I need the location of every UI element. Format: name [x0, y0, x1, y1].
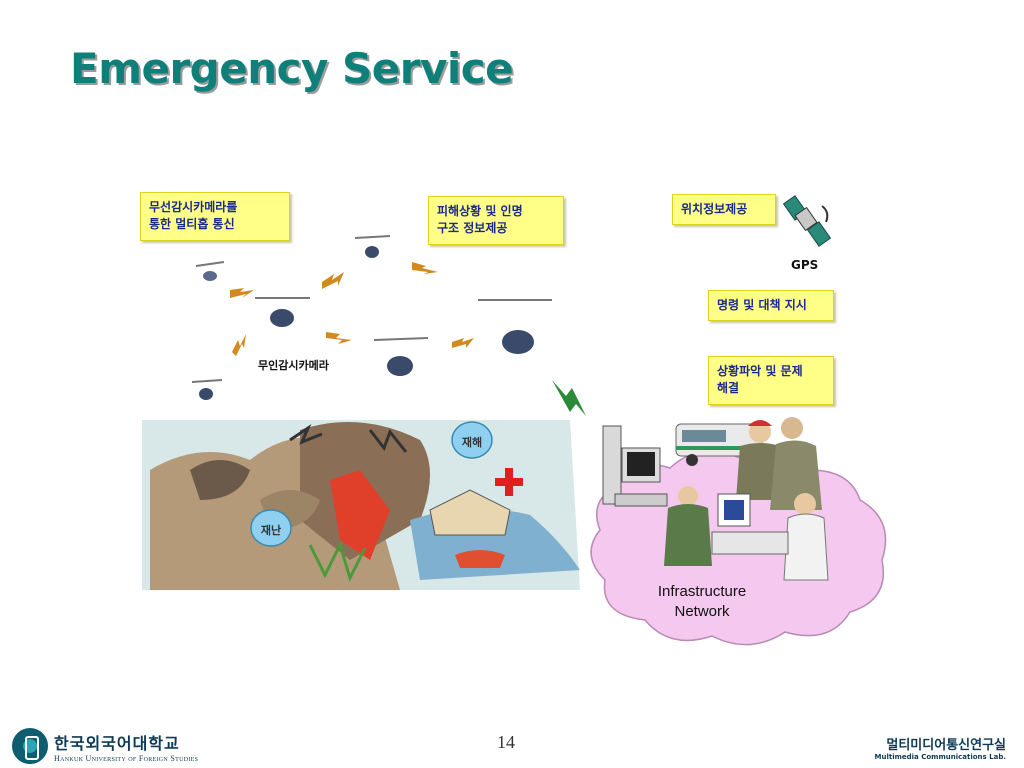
- gps-satellite-icon: [782, 195, 832, 247]
- hazard-bubble: [451, 421, 493, 459]
- rescue-team-figures: [664, 417, 829, 581]
- lab-name-block: 멀티미디어통신연구실 Multimedia Communications Lab…: [875, 734, 1006, 761]
- lab-name-en: Multimedia Communications Lab.: [874, 753, 1006, 761]
- university-emblem-icon: [12, 728, 48, 764]
- helicopter-icon: [195, 261, 225, 281]
- lab-name-kr: 멀티미디어통신연구실: [886, 738, 1006, 753]
- wireless-link-icon: [552, 380, 586, 416]
- callout-situation: 상황파악 및 문제 해결: [708, 356, 834, 405]
- callout-wireless-camera: 무선감시카메라를 통한 멀티홉 통신: [140, 192, 290, 241]
- infrastructure-network-label: Infrastructure Network: [657, 583, 747, 620]
- computer-icon: [602, 425, 668, 507]
- university-name-kr: 한국외국어대학교: [54, 733, 180, 753]
- helicopter-icon: [478, 299, 552, 354]
- disaster-scene: [142, 420, 580, 590]
- gps-label: GPS: [791, 258, 819, 272]
- slide-title: Emergency Service: [70, 44, 514, 93]
- camera-label: 무인감시카메라: [258, 359, 329, 372]
- hazard-bubble-label: 재해: [461, 436, 483, 449]
- university-name-en: Hankuk University of Foreign Studies: [54, 753, 199, 763]
- helicopter-icon: [191, 379, 223, 400]
- emergency-illustration: [142, 195, 887, 646]
- red-cross-icon: [495, 468, 523, 496]
- helicopter-icon: [354, 235, 391, 258]
- helicopter-icon: [373, 337, 429, 376]
- page-number: 14: [497, 732, 515, 752]
- callout-command: 명령 및 대책 지시: [708, 290, 834, 322]
- disaster-bubble: [250, 509, 292, 547]
- disaster-bubble-label: 재난: [260, 524, 282, 537]
- university-logo-block: 한국외국어대학교 Hankuk University of Foreign St…: [12, 728, 198, 764]
- callout-damage-rescue: 피해상황 및 인명 구조 정보제공: [428, 196, 564, 245]
- helicopter-icon: [255, 297, 310, 327]
- wireless-link-icons: [230, 262, 474, 356]
- callout-location: 위치정보제공: [672, 194, 776, 226]
